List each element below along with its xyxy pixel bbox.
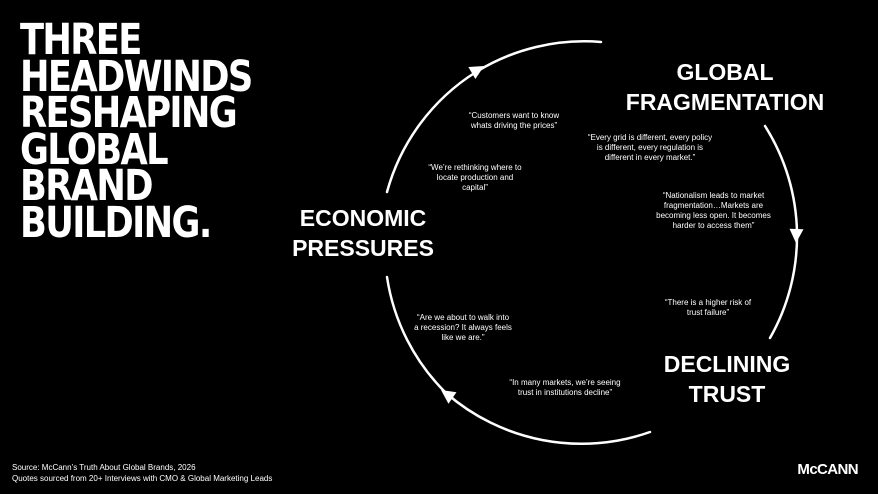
quote-line: a recession? It always feels (414, 323, 512, 332)
quote-line: like we are.” (441, 333, 485, 342)
theme-global-fragmentation: GLOBAL FRAGMENTATION (600, 57, 850, 117)
footer-source: Source: McCann’s Truth About Global Bran… (12, 463, 196, 472)
quote-every-grid: “Every grid is different, every policy i… (570, 133, 730, 163)
quote-line: locate production and (436, 173, 514, 182)
theme-economic-pressures: ECONOMIC PRESSURES (278, 203, 448, 263)
quote-line: becoming less open. It becomes (656, 211, 771, 220)
quote-line: “Customers want to know (468, 111, 560, 120)
theme-global-line-2: FRAGMENTATION (625, 89, 825, 115)
quote-line: is different, every regulation is (596, 143, 704, 152)
quote-recession: “Are we about to walk into a recession? … (403, 313, 523, 343)
quote-line: trust in institutions decline” (517, 388, 613, 397)
cycle-arc-upper-left (385, 70, 478, 194)
headline-line-6: BUILDING. (20, 197, 212, 248)
theme-global-line-1: GLOBAL (676, 59, 774, 85)
cycle-arc-bottom (444, 391, 652, 446)
arrowhead-top (468, 66, 484, 80)
cycle-arc-left (385, 275, 448, 395)
quote-institutions-decline: “In many markets, we’re seeing trust in … (495, 378, 635, 398)
theme-economic-line-1: ECONOMIC (299, 205, 427, 231)
quote-trust-failure: “There is a higher risk of trust failure… (648, 298, 768, 318)
quote-rethinking-production: “We’re rethinking where to locate produc… (415, 163, 535, 193)
headline: THREE HEADWINDS RESHAPING GLOBAL BRAND B… (20, 15, 253, 248)
arrowhead-bottom-left (441, 390, 457, 404)
quote-line: “Are we about to walk into (416, 313, 510, 322)
theme-declining-trust: DECLINING TRUST (642, 349, 812, 409)
quote-line: whats driving the prices” (470, 121, 558, 130)
quote-line: trust failure” (686, 308, 730, 317)
quote-line: “We’re rethinking where to (428, 163, 522, 172)
footer: Source: McCann’s Truth About Global Bran… (12, 462, 272, 484)
quote-line: fragmentation…Markets are (663, 201, 764, 210)
theme-economic-line-2: PRESSURES (292, 235, 434, 261)
headline-line-1: THREE (20, 15, 142, 65)
headline-line-3: RESHAPING (20, 88, 238, 138)
theme-trust-line-2: TRUST (688, 381, 766, 407)
quote-line: “Nationalism leads to market (662, 191, 765, 200)
mccann-logo: McCANN (797, 461, 858, 478)
footer-note: Quotes sourced from 20+ Interviews with … (12, 474, 273, 483)
cycle-arc-top-right (763, 124, 799, 235)
quote-nationalism: “Nationalism leads to market fragmentati… (646, 191, 781, 231)
quote-line: different in every market.” (604, 153, 696, 162)
quote-line: “In many markets, we’re seeing (509, 378, 621, 387)
quote-line: “Every grid is different, every policy (587, 133, 713, 142)
cycle-arc-top (474, 40, 603, 74)
arrowhead-right (789, 228, 804, 243)
quote-line: harder to access them” (672, 221, 755, 230)
cycle-arc-right (768, 231, 799, 340)
theme-trust-line-1: DECLINING (663, 351, 791, 377)
quote-line: capital” (462, 183, 488, 192)
quote-line: “There is a higher risk of (664, 298, 752, 307)
headline-line-4: GLOBAL (20, 124, 169, 175)
quote-customers-prices: “Customers want to know whats driving th… (454, 111, 574, 131)
headline-line-2: HEADWINDS (20, 51, 253, 102)
headline-line-5: BRAND (20, 161, 154, 211)
